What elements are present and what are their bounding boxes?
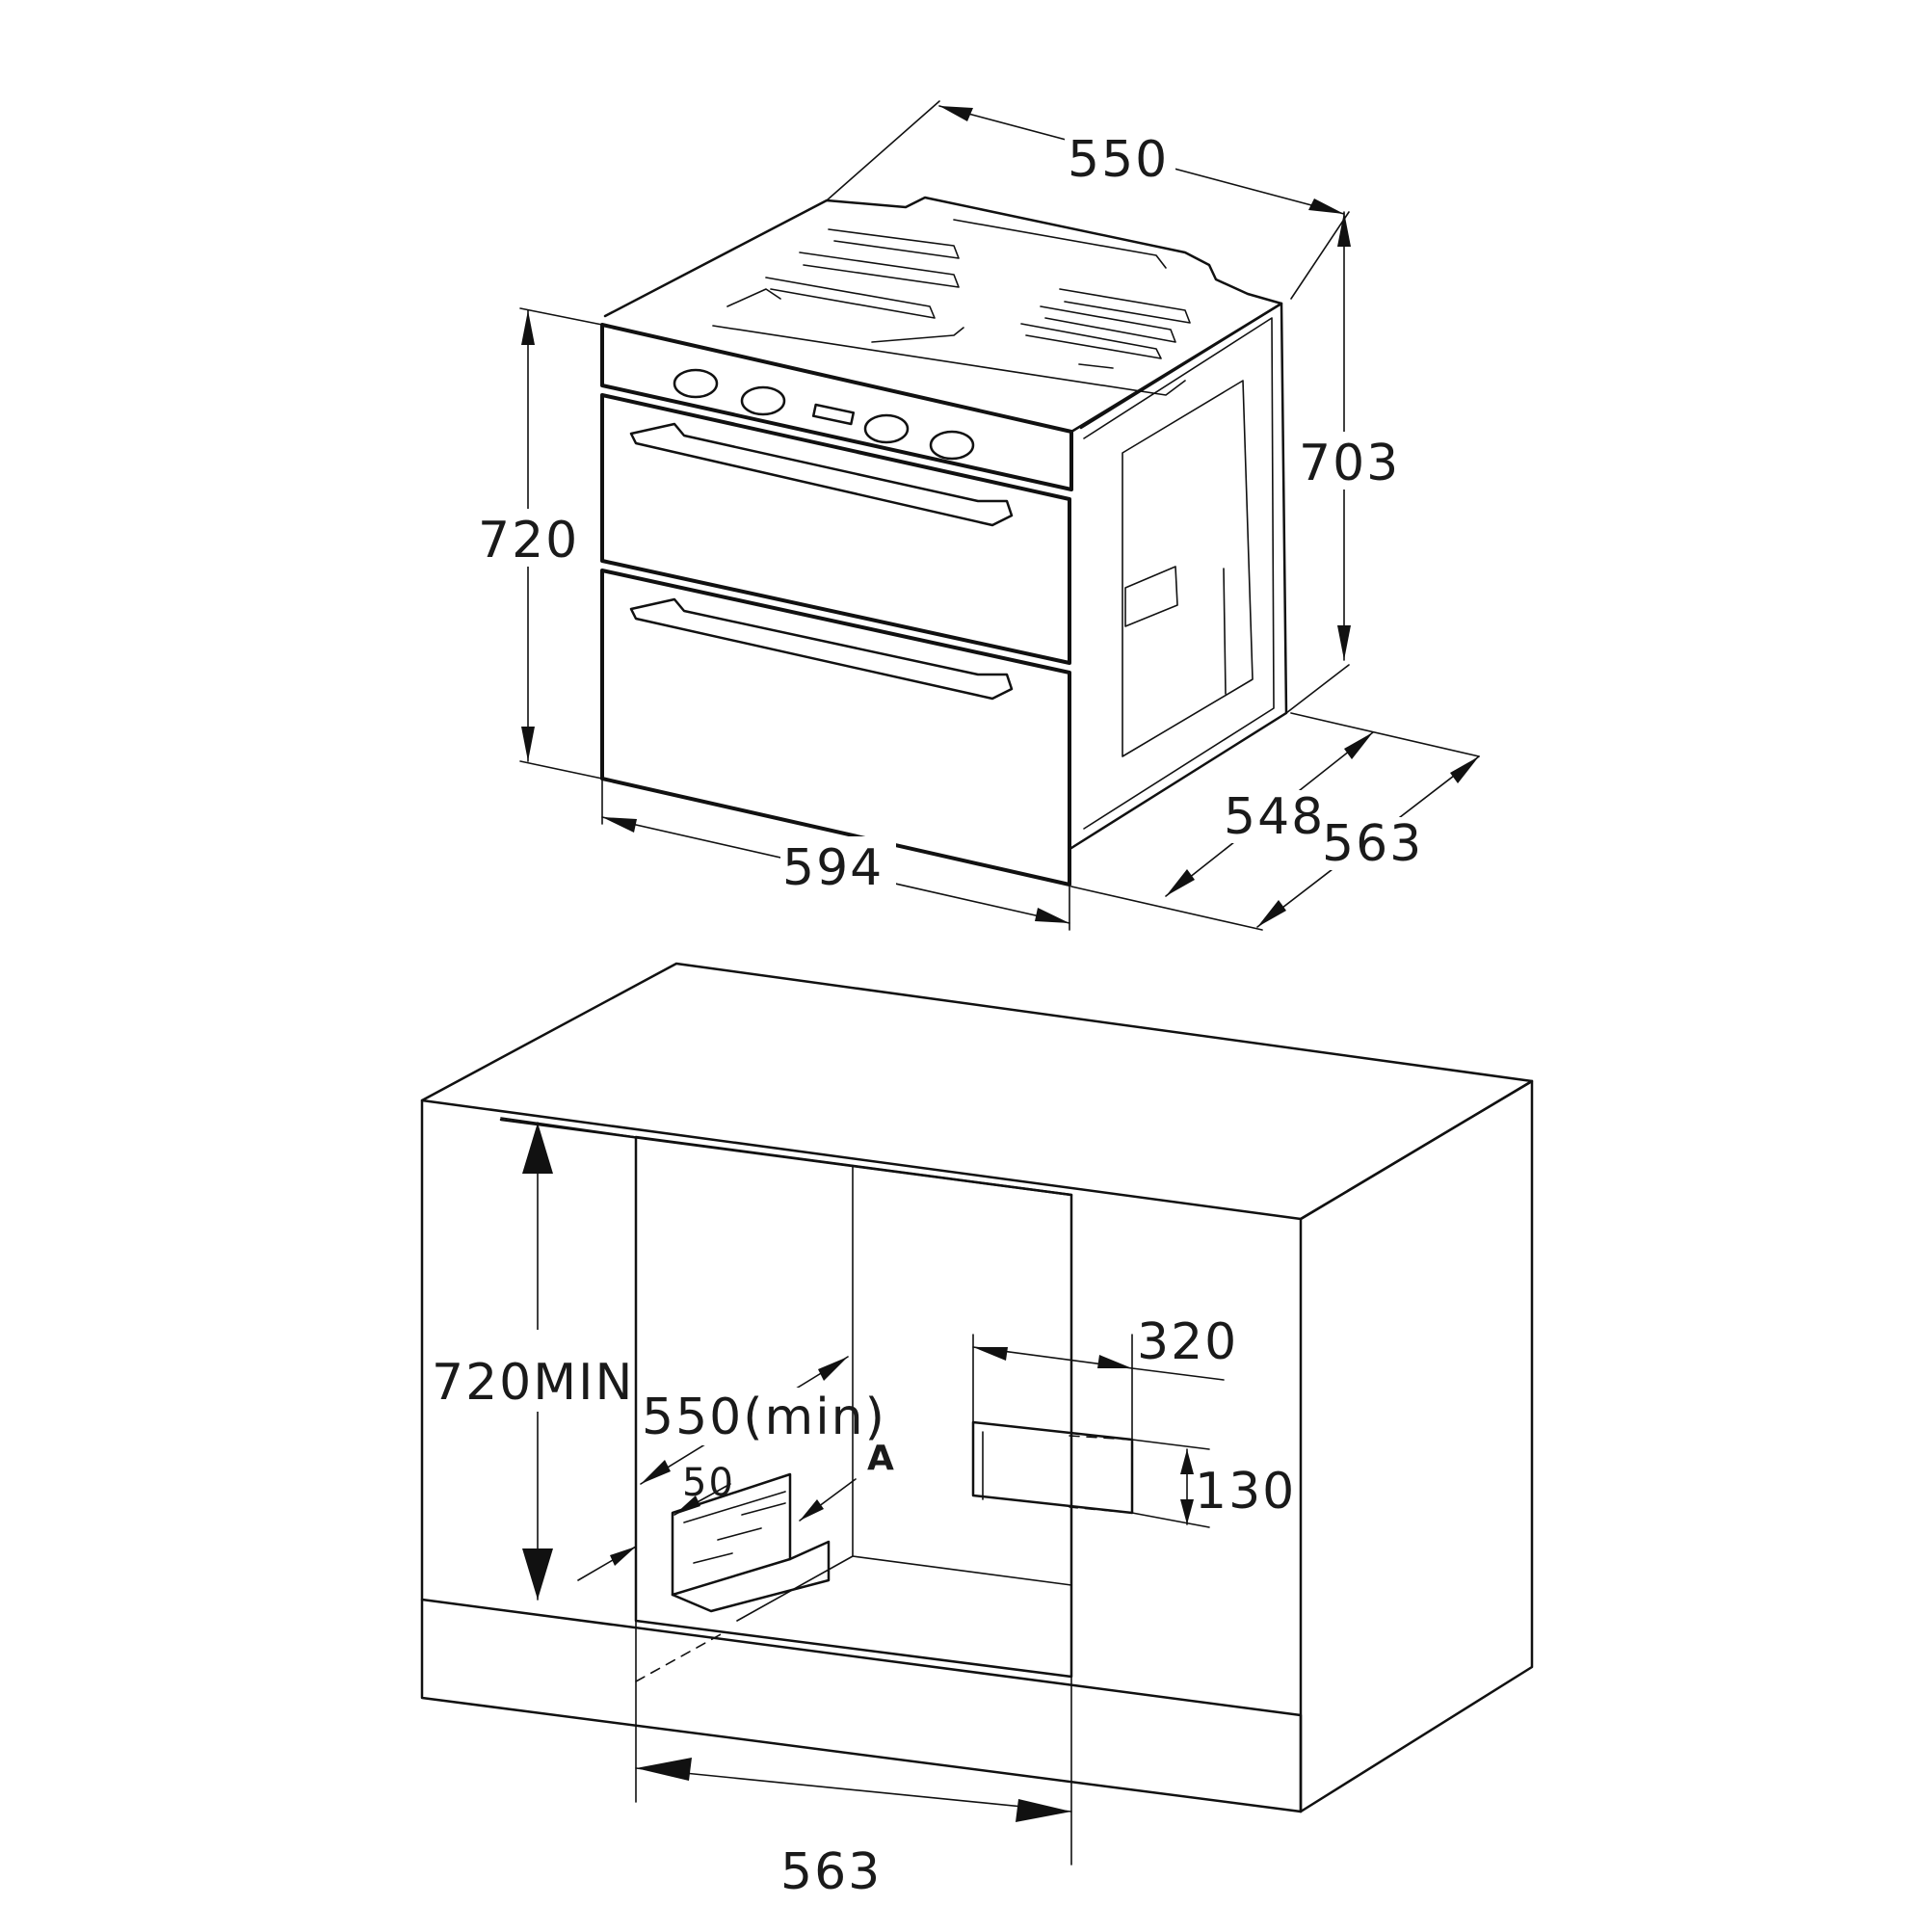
oven-top-outline	[603, 196, 1283, 430]
oven-total-depth-label: 563	[1322, 815, 1423, 873]
cabinet-gap-label: 50	[682, 1461, 735, 1505]
oven-side-rail	[1223, 568, 1227, 695]
oven-body-depth-label: 548	[1224, 788, 1325, 846]
oven-body-height-label: 703	[1299, 435, 1400, 492]
upper-door-handle	[629, 422, 1014, 527]
cabinet-width-label: 563	[780, 1843, 882, 1901]
oven-drawing	[600, 196, 1288, 887]
oven-dimensions: 550 720 703 594 548 5	[474, 100, 1480, 931]
vent-height-label: 130	[1195, 1463, 1296, 1521]
cabinet-side-face	[1299, 1079, 1534, 1813]
cabinet-depth-label: 550(min)	[642, 1389, 886, 1446]
niche-top-edge	[499, 1118, 1073, 1197]
lower-door-handle	[629, 597, 1014, 701]
niche-back-wall	[852, 1165, 1072, 1586]
cabinet-height-label: 720MIN	[432, 1354, 634, 1412]
niche-floor-dash	[635, 1632, 724, 1682]
oven-width-label: 594	[782, 839, 884, 897]
oven-side-body	[1069, 302, 1288, 850]
vent-slot-marks	[693, 1502, 786, 1564]
vent-width-label: 320	[1137, 1313, 1238, 1371]
cabinet-drawing	[420, 962, 1534, 1866]
knob-2-icon	[740, 385, 786, 416]
oven-height-label: 720	[478, 512, 579, 569]
oven-side-bracket	[1124, 566, 1178, 627]
knob-1-icon	[673, 368, 719, 399]
oven-depth-label: 550	[1068, 131, 1169, 189]
cabinet-front-face	[420, 1098, 1303, 1813]
knob-4-icon	[929, 430, 975, 461]
oven-upper-door	[600, 393, 1071, 665]
oven-side-inner-panel	[1122, 380, 1254, 757]
ventilation-opening	[971, 1420, 1134, 1515]
oven-side-frame	[1083, 317, 1275, 830]
knob-3-icon	[863, 413, 910, 444]
callout-a-label: A	[867, 1439, 894, 1478]
oven-knobs	[673, 368, 975, 461]
oven-control-panel	[600, 323, 1073, 491]
cabinet-width-dim-line	[635, 1767, 1072, 1813]
oven-top-ribs	[712, 219, 1191, 396]
cabinet-base-line	[420, 1598, 1303, 1813]
cabinet-dimensions: 720MIN 550(min) 50 A 320 130	[429, 1117, 1296, 1901]
display-panel	[811, 403, 856, 426]
